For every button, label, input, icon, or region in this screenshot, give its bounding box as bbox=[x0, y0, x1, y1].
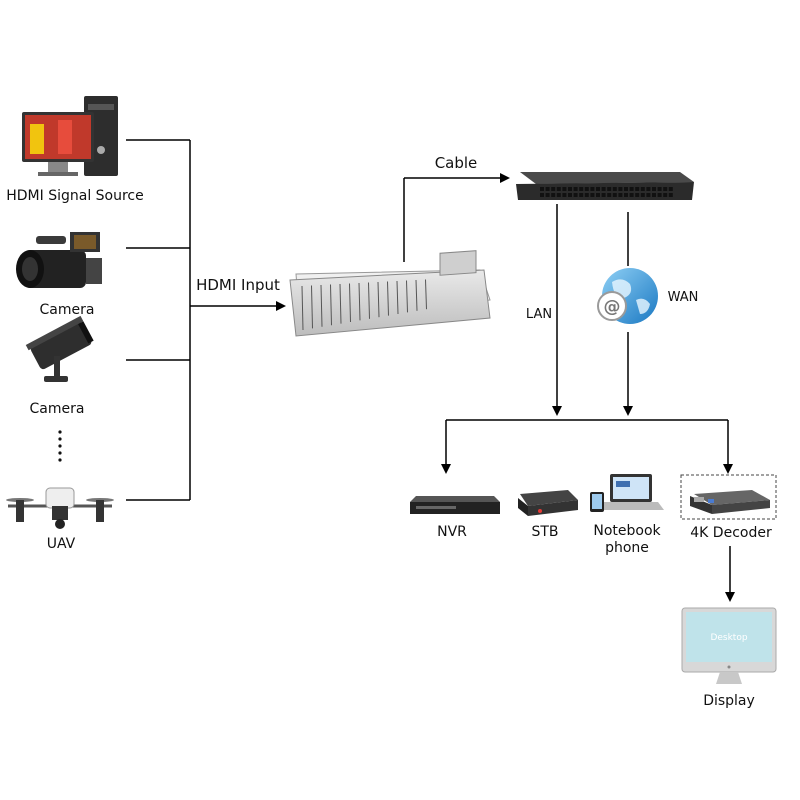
rack-slot bbox=[415, 279, 418, 311]
switch-port bbox=[590, 187, 595, 191]
switch-port bbox=[562, 193, 567, 197]
switch-port bbox=[601, 187, 606, 191]
switch-port bbox=[568, 193, 572, 197]
hdmi-input-label: HDMI Input bbox=[196, 276, 280, 294]
switch-port bbox=[584, 187, 589, 191]
switch-port bbox=[652, 193, 656, 197]
hdmi-encoder-rack-icon bbox=[289, 250, 491, 337]
switch-port bbox=[663, 187, 668, 191]
svg-text:@: @ bbox=[604, 297, 621, 317]
switch-port bbox=[607, 193, 612, 197]
rack-slot bbox=[320, 284, 323, 327]
rack-slot bbox=[330, 284, 332, 326]
source-bus bbox=[126, 139, 286, 501]
switch-port bbox=[624, 187, 628, 191]
wan-label: WAN bbox=[668, 290, 699, 305]
switch-port bbox=[568, 187, 572, 191]
set-top-box-icon bbox=[518, 490, 578, 516]
switch-port bbox=[612, 193, 617, 197]
switch-port bbox=[562, 187, 567, 191]
switch-port bbox=[607, 187, 612, 191]
rack-slot bbox=[311, 285, 313, 329]
switch-port bbox=[579, 187, 584, 191]
switch-port bbox=[556, 193, 561, 197]
switch-port bbox=[556, 187, 561, 191]
switch-port bbox=[657, 187, 662, 191]
switch-port bbox=[540, 187, 544, 191]
switch-port bbox=[652, 187, 656, 191]
switch-port bbox=[601, 193, 606, 197]
internet-globe-icon: @ bbox=[597, 268, 658, 324]
source-label: Camera bbox=[40, 302, 95, 318]
switch-port bbox=[646, 187, 651, 191]
nvr-icon bbox=[410, 496, 500, 514]
rack-slot bbox=[339, 283, 342, 324]
endpoint-label: NVR bbox=[437, 524, 467, 540]
pc-monitor-icon bbox=[22, 96, 118, 176]
switch-port bbox=[545, 193, 550, 197]
switch-port bbox=[629, 193, 634, 197]
source-label: HDMI Signal Source bbox=[6, 188, 144, 204]
switch-port bbox=[590, 193, 595, 197]
source-label: UAV bbox=[47, 536, 76, 552]
switch-port bbox=[646, 193, 651, 197]
switch-port bbox=[624, 193, 628, 197]
switch-port bbox=[640, 187, 645, 191]
switch-port bbox=[635, 187, 640, 191]
cctv-camera-icon bbox=[25, 315, 94, 382]
switch-port bbox=[618, 187, 623, 191]
display-screen-text: Desktop bbox=[710, 633, 747, 643]
switch-port bbox=[551, 193, 556, 197]
more-sources-dots bbox=[58, 430, 62, 462]
rack-slot bbox=[349, 283, 351, 323]
switch-port bbox=[668, 193, 673, 197]
switch-port bbox=[612, 187, 617, 191]
distribution-bus bbox=[441, 419, 733, 474]
camcorder-icon bbox=[16, 232, 102, 288]
endpoint-label-line2: phone bbox=[605, 540, 649, 556]
switch-port bbox=[540, 193, 544, 197]
laptop-phone-icon bbox=[590, 474, 664, 512]
endpoint-label-line1: Notebook bbox=[593, 523, 661, 539]
lan-label: LAN bbox=[526, 307, 552, 322]
switch-port bbox=[640, 193, 645, 197]
rack-slot bbox=[377, 281, 380, 318]
switch-port bbox=[668, 187, 673, 191]
switch-port bbox=[545, 187, 550, 191]
rack-slot bbox=[358, 282, 361, 321]
switch-port bbox=[573, 193, 578, 197]
switch-port bbox=[663, 193, 668, 197]
endpoint-label: 4K Decoder bbox=[690, 525, 772, 541]
switch-port bbox=[657, 193, 662, 197]
rack-slot bbox=[425, 279, 427, 310]
rack-slot bbox=[406, 280, 408, 313]
drone-icon bbox=[6, 487, 114, 529]
switch-port bbox=[635, 193, 640, 197]
cable-link bbox=[403, 173, 510, 262]
switch-port bbox=[573, 187, 578, 191]
network-switch-icon bbox=[516, 172, 694, 200]
rack-slot bbox=[396, 280, 399, 315]
endpoint-label: STB bbox=[531, 524, 558, 540]
imac-display-icon: Desktop bbox=[681, 607, 777, 684]
switch-port bbox=[551, 187, 556, 191]
cable-label: Cable bbox=[435, 154, 478, 172]
source-label: Camera bbox=[30, 401, 85, 417]
display-label: Display bbox=[703, 693, 755, 709]
switch-port bbox=[629, 187, 634, 191]
switch-port bbox=[596, 187, 600, 191]
rack-slot bbox=[301, 285, 304, 331]
rack-slot bbox=[387, 281, 389, 316]
switch-port bbox=[596, 193, 600, 197]
switch-port bbox=[618, 193, 623, 197]
switch-port bbox=[584, 193, 589, 197]
decoder-icon bbox=[680, 474, 777, 520]
switch-port bbox=[579, 193, 584, 197]
rack-slot bbox=[368, 282, 370, 319]
